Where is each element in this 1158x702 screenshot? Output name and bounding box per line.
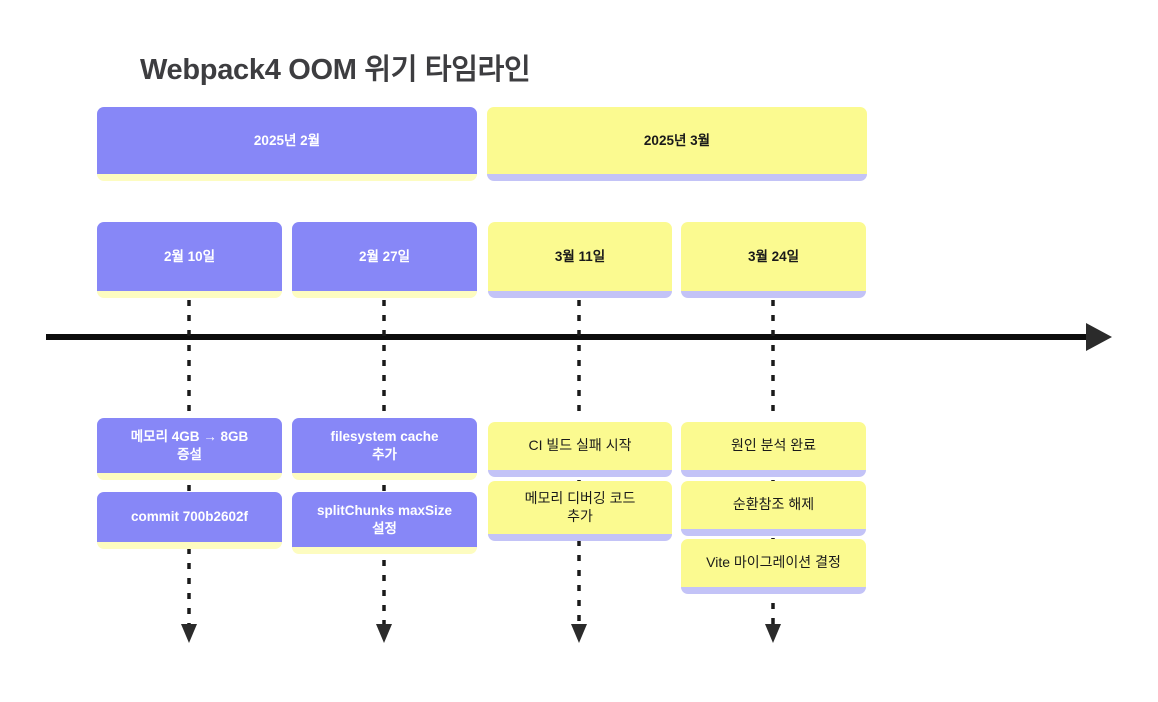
period-card-2: 2025년 3월 [487,107,867,181]
event-card-2-2: splitChunks maxSize 설정 [292,492,477,554]
date-card-4: 3월 24일 [681,222,866,298]
event-card-3-2: 메모리 디버깅 코드 추가 [488,481,672,541]
connector-arrowhead-icon-2 [376,624,392,643]
event-card-1-1: 메모리 4GB → 8GB 증설 [97,418,282,480]
connector-arrowhead-icon-1 [181,624,197,643]
date-card-1: 2월 10일 [97,222,282,298]
connector-arrowhead-icon-4 [765,624,781,643]
event-card-1-2: commit 700b2602f [97,492,282,549]
event-card-4-3: Vite 마이그레이션 결정 [681,539,866,594]
period-card-1: 2025년 2월 [97,107,477,181]
timeline-axis [46,323,1112,351]
event-card-2-1: filesystem cache 추가 [292,418,477,480]
date-card-3: 3월 11일 [488,222,672,298]
event-card-4-1: 원인 분석 완료 [681,422,866,477]
event-card-3-1: CI 빌드 실패 시작 [488,422,672,477]
axis-arrowhead-icon [1086,323,1112,351]
page-title: Webpack4 OOM 위기 타임라인 [140,54,531,86]
event-card-4-2: 순환참조 해제 [681,481,866,536]
date-card-2: 2월 27일 [292,222,477,298]
connector-arrowhead-icon-3 [571,624,587,643]
